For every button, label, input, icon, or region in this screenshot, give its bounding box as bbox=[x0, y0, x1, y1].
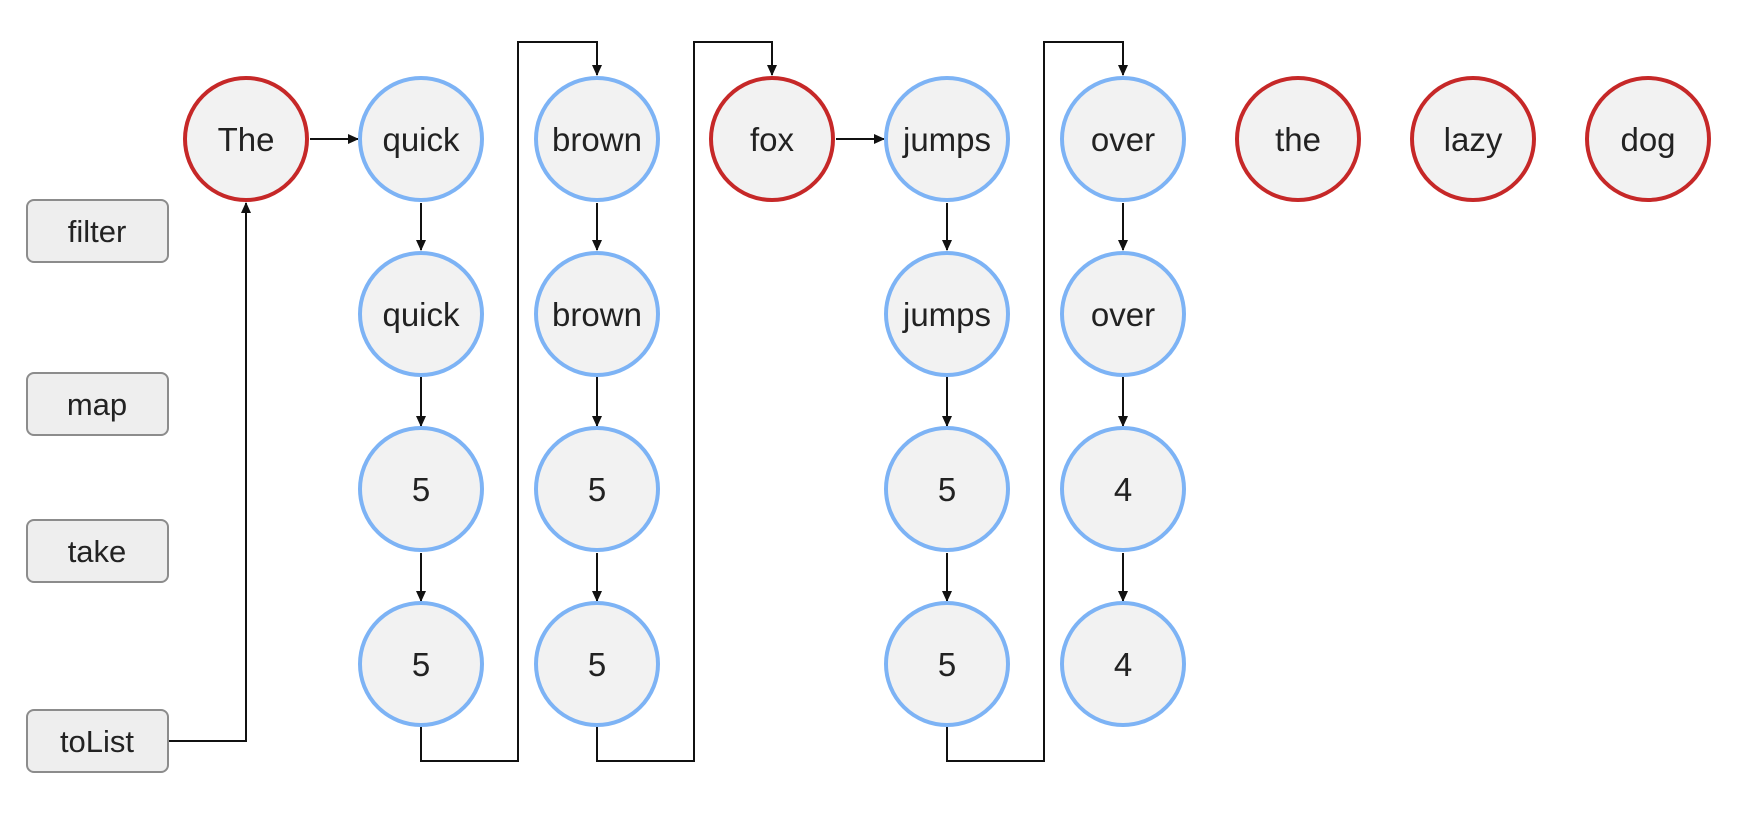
edge-tolist-to-the bbox=[169, 202, 251, 742]
node-over-filter-label: over bbox=[1091, 296, 1155, 333]
op-filter-label: filter bbox=[68, 214, 127, 249]
node-word-the-label: The bbox=[218, 121, 275, 158]
node-jumps-take: 5 bbox=[884, 601, 1010, 727]
node-brown-take: 5 bbox=[534, 601, 660, 727]
node-word-the-lower-label: the bbox=[1275, 121, 1321, 158]
node-brown-filter: brown bbox=[534, 251, 660, 377]
op-map: map bbox=[26, 372, 169, 436]
op-tolist: toList bbox=[26, 709, 169, 773]
node-word-quick: quick bbox=[358, 76, 484, 202]
pipeline-nodes: quick 5 5 brown 5 5 jumps 5 bbox=[358, 251, 1186, 727]
node-word-lazy-label: lazy bbox=[1444, 121, 1503, 158]
node-over-map: 4 bbox=[1060, 426, 1186, 552]
node-jumps-filter-label: jumps bbox=[902, 296, 991, 333]
edge-jumps-to-over bbox=[946, 41, 1128, 762]
node-word-over: over bbox=[1060, 76, 1186, 202]
node-quick-map: 5 bbox=[358, 426, 484, 552]
node-over-filter: over bbox=[1060, 251, 1186, 377]
node-word-brown: brown bbox=[534, 76, 660, 202]
op-take-label: take bbox=[68, 534, 127, 569]
node-word-jumps-label: jumps bbox=[902, 121, 991, 158]
node-quick-take: 5 bbox=[358, 601, 484, 727]
node-word-lazy: lazy bbox=[1410, 76, 1536, 202]
node-jumps-filter: jumps bbox=[884, 251, 1010, 377]
node-quick-filter-label: quick bbox=[382, 296, 460, 333]
node-quick-filter: quick bbox=[358, 251, 484, 377]
op-filter: filter bbox=[26, 199, 169, 263]
node-over-map-label: 4 bbox=[1114, 471, 1132, 508]
node-jumps-map: 5 bbox=[884, 426, 1010, 552]
node-quick-map-label: 5 bbox=[412, 471, 430, 508]
operation-labels: filter map take toList bbox=[26, 199, 169, 773]
edge-quick-to-brown bbox=[420, 41, 602, 762]
node-quick-take-label: 5 bbox=[412, 646, 430, 683]
op-map-label: map bbox=[67, 387, 127, 422]
node-word-jumps: jumps bbox=[884, 76, 1010, 202]
node-brown-map: 5 bbox=[534, 426, 660, 552]
node-word-fox: fox bbox=[709, 76, 835, 202]
node-word-quick-label: quick bbox=[382, 121, 460, 158]
node-word-the-lower: the bbox=[1235, 76, 1361, 202]
node-jumps-take-label: 5 bbox=[938, 646, 956, 683]
node-brown-map-label: 5 bbox=[588, 471, 606, 508]
node-word-fox-label: fox bbox=[750, 121, 795, 158]
node-brown-filter-label: brown bbox=[552, 296, 642, 333]
node-word-the: The bbox=[183, 76, 309, 202]
node-brown-take-label: 5 bbox=[588, 646, 606, 683]
node-word-dog: dog bbox=[1585, 76, 1711, 202]
node-over-take: 4 bbox=[1060, 601, 1186, 727]
node-word-dog-label: dog bbox=[1620, 121, 1675, 158]
node-over-take-label: 4 bbox=[1114, 646, 1132, 683]
op-tolist-label: toList bbox=[60, 724, 134, 759]
node-word-brown-label: brown bbox=[552, 121, 642, 158]
node-word-over-label: over bbox=[1091, 121, 1155, 158]
word-nodes: The quick brown fox jumps over the lazy bbox=[183, 76, 1711, 202]
op-take: take bbox=[26, 519, 169, 583]
edge-brown-to-fox bbox=[596, 41, 777, 762]
edges bbox=[169, 41, 1128, 762]
node-jumps-map-label: 5 bbox=[938, 471, 956, 508]
